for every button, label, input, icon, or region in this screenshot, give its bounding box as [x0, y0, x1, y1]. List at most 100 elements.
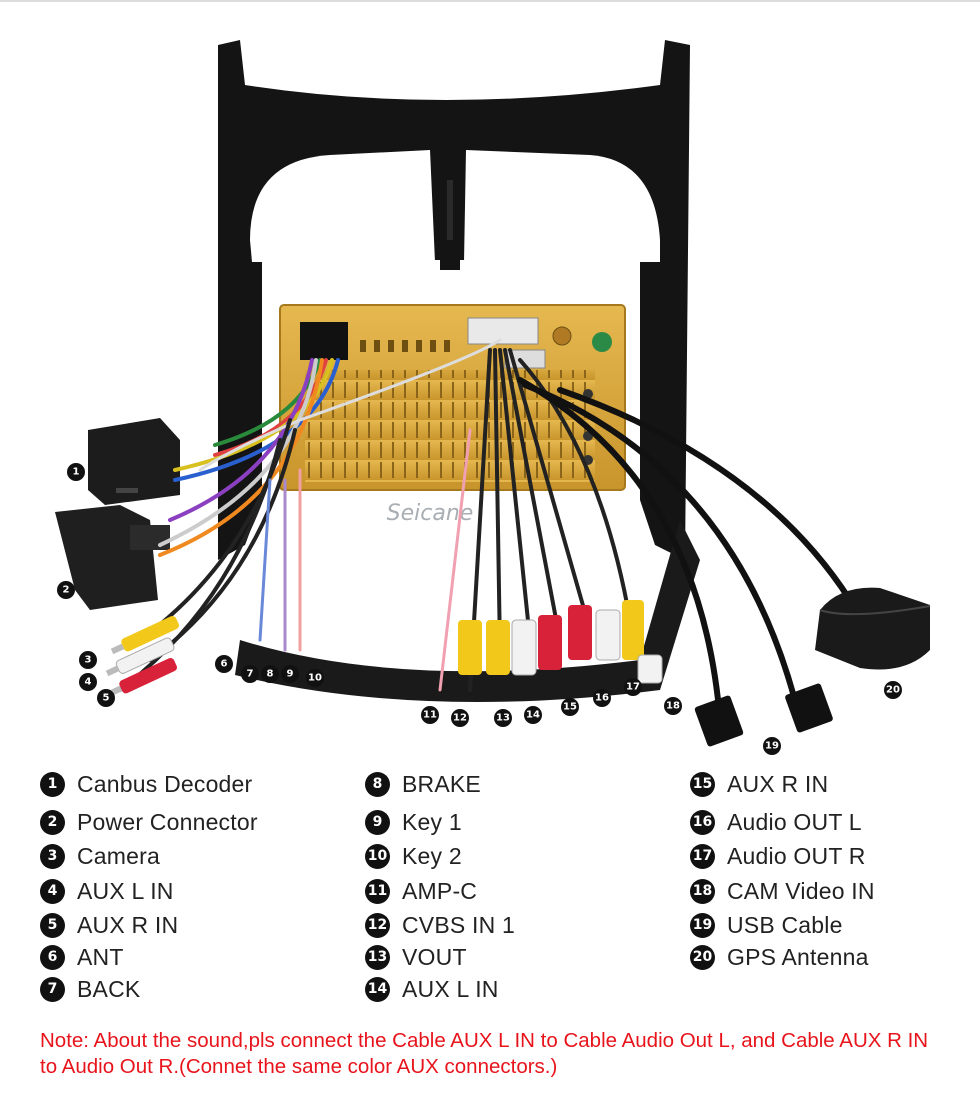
legend-item: 8 BRAKE: [365, 770, 481, 798]
legend-item: 7 BACK: [40, 975, 140, 1003]
legend-item: 5 AUX R IN: [40, 911, 178, 939]
svg-text:3: 3: [85, 655, 92, 666]
legend-item: 17 Audio OUT R: [690, 842, 866, 870]
callout-14: 14: [524, 706, 542, 724]
callout-7: 7: [241, 665, 259, 683]
svg-text:1: 1: [73, 467, 80, 478]
canbus-decoder: [88, 418, 180, 505]
legend-label: Audio OUT R: [727, 842, 866, 869]
legend-number: 17: [690, 843, 715, 869]
legend-item: 14 AUX L IN: [365, 975, 499, 1003]
usb-connectors: [694, 683, 833, 747]
svg-text:6: 6: [221, 659, 228, 670]
legend-number: 7: [40, 976, 65, 1002]
legend-label: AUX R IN: [77, 911, 179, 938]
callout-3: 3: [79, 651, 97, 669]
legend-number: 9: [365, 809, 390, 835]
legend-label: Key 2: [402, 842, 462, 869]
callout-20: 20: [884, 681, 902, 699]
legend-item: 1 Canbus Decoder: [40, 770, 252, 798]
legend-item: 6 ANT: [40, 943, 124, 971]
legend-label: AUX L IN: [402, 975, 499, 1002]
legend-number: 5: [40, 912, 65, 938]
legend-item: 3 Camera: [40, 842, 160, 870]
legend-number: 3: [40, 843, 65, 869]
svg-text:4: 4: [85, 677, 92, 688]
legend-item: 18 CAM Video IN: [690, 877, 875, 905]
callout-19: 19: [763, 737, 781, 755]
svg-text:11: 11: [423, 710, 437, 721]
legend-label: ANT: [77, 943, 124, 970]
svg-text:18: 18: [666, 701, 680, 712]
legend-label: AUX L IN: [77, 877, 174, 904]
legend-item: 9 Key 1: [365, 808, 462, 836]
legend-label: Key 1: [402, 808, 462, 835]
legend-item: 2 Power Connector: [40, 808, 258, 836]
callout-4: 4: [79, 673, 97, 691]
svg-text:10: 10: [308, 673, 322, 684]
legend-number: 10: [365, 843, 390, 869]
callout-18: 18: [664, 697, 682, 715]
svg-text:12: 12: [453, 713, 467, 724]
callout-2: 2: [57, 581, 75, 599]
top-divider: [0, 0, 980, 2]
callout-10: 10: [306, 669, 324, 687]
legend-number: 2: [40, 809, 65, 835]
callout-11: 11: [421, 706, 439, 724]
svg-text:15: 15: [563, 702, 577, 713]
legend-number: 8: [365, 771, 390, 797]
legend-number: 18: [690, 878, 715, 904]
callout-15: 15: [561, 698, 579, 716]
svg-text:7: 7: [247, 669, 254, 680]
product-photo: Seicane: [55, 40, 931, 755]
legend-label: Power Connector: [77, 808, 258, 835]
power-connector: [55, 505, 170, 610]
legend-number: 15: [690, 771, 715, 797]
legend-label: VOUT: [402, 943, 467, 970]
legend-number: 6: [40, 944, 65, 970]
callout-17: 17: [624, 678, 642, 696]
legend-item: 4 AUX L IN: [40, 877, 174, 905]
legend-label: GPS Antenna: [727, 943, 869, 970]
legend-label: Audio OUT L: [727, 808, 862, 835]
gps-antenna: [815, 587, 931, 670]
bezel-frame: [218, 40, 700, 702]
callout-9: 9: [281, 665, 299, 683]
callout-13: 13: [494, 709, 512, 727]
legend-number: 1: [40, 771, 65, 797]
legend-label: BACK: [77, 975, 141, 1002]
svg-text:17: 17: [626, 682, 640, 693]
svg-text:19: 19: [765, 741, 779, 752]
callout-markers: 1 2 3 4 5 6 7 8 9 10 11 12 13 14 15 16 1…: [57, 463, 902, 755]
svg-text:14: 14: [526, 710, 540, 721]
legend-number: 4: [40, 878, 65, 904]
svg-text:8: 8: [267, 669, 274, 680]
wiring-note: Note: About the sound,pls connect the Ca…: [40, 1029, 929, 1078]
rca-plugs: [105, 600, 663, 697]
legend-number: 16: [690, 809, 715, 835]
callout-6: 6: [215, 655, 233, 673]
legend-label: Canbus Decoder: [77, 770, 253, 797]
legend-label: CVBS IN 1: [402, 911, 516, 938]
legend-item: 10 Key 2: [365, 842, 462, 870]
legend-item: 16 Audio OUT L: [690, 808, 862, 836]
legend-label: CAM Video IN: [727, 877, 875, 904]
legend-label: Camera: [77, 842, 161, 869]
callout-1: 1: [67, 463, 85, 481]
legend-number: 14: [365, 976, 390, 1002]
svg-text:2: 2: [63, 585, 70, 596]
callout-12: 12: [451, 709, 469, 727]
callout-16: 16: [593, 689, 611, 707]
legend-number: 19: [690, 912, 715, 938]
legend-label: BRAKE: [402, 770, 481, 797]
svg-text:16: 16: [595, 693, 609, 704]
svg-text:5: 5: [103, 693, 110, 704]
svg-text:20: 20: [886, 685, 900, 696]
callout-5: 5: [97, 689, 115, 707]
